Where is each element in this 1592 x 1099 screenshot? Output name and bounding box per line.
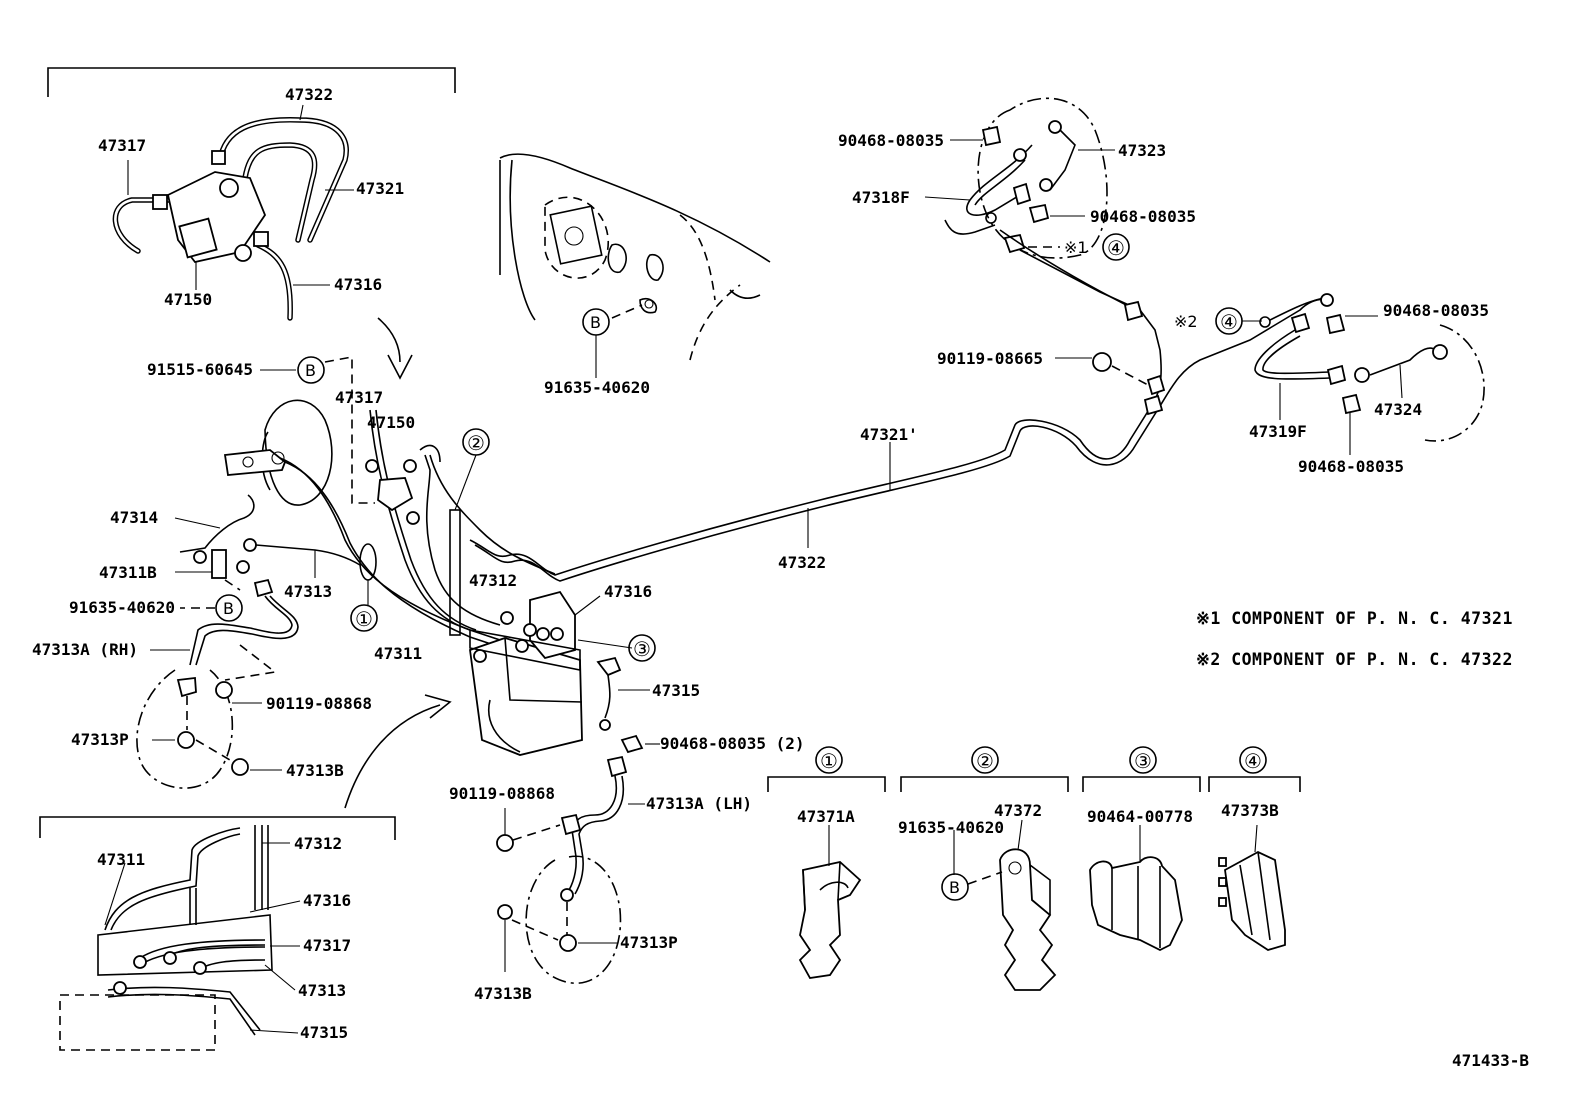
- marker-c4-legend: ④: [1244, 749, 1262, 773]
- label-47313p-mid: 47313P: [620, 933, 678, 952]
- marker-c2-legend: ②: [976, 749, 994, 773]
- label-90119-right: 90119-08665: [937, 349, 1043, 368]
- label-47322-long: 47322: [778, 553, 826, 572]
- marker-c3-main: ③: [633, 637, 651, 661]
- label-47372: 47372: [994, 801, 1042, 820]
- detail-arrow: [344, 704, 441, 809]
- label-90119-mid: 90119-08868: [449, 784, 555, 803]
- marker-c2-main: ②: [467, 431, 485, 455]
- master-cylinder-and-abs: ② ① ③: [223, 399, 660, 756]
- label-91515: 91515-60645: [147, 360, 253, 379]
- label-47318f: 47318F: [852, 188, 910, 207]
- label-47313b-mid: 47313B: [474, 984, 532, 1003]
- label-91635-clamp: 91635-40620: [898, 818, 1004, 837]
- label-47313p-left: 47313P: [71, 730, 129, 749]
- label-47312-mid: 47312: [469, 571, 517, 590]
- label-90468-2: 90468-08035 (2): [660, 734, 805, 753]
- label-90468-tr2: 90468-08035: [1090, 207, 1196, 226]
- label-47313b-left: 47313B: [286, 761, 344, 780]
- label-47150-top: 47150: [164, 290, 212, 309]
- inset-arrow: [377, 317, 401, 363]
- label-47313-detail: 47313: [298, 981, 346, 1000]
- clamp-legend: ① ② ③ ④ B 47371A: [767, 746, 1301, 991]
- label-90464: 90464-00778: [1087, 807, 1193, 826]
- label-47316-mid: 47316: [604, 582, 652, 601]
- label-47313: 47313: [284, 582, 332, 601]
- label-47316-top: 47316: [334, 275, 382, 294]
- label-47313a-rh: 47313A (RH): [32, 640, 138, 659]
- label-47324: 47324: [1374, 400, 1422, 419]
- label-90468-r2: 90468-08035: [1298, 457, 1404, 476]
- marker-b-clamp: B: [949, 878, 960, 897]
- label-47373b: 47373B: [1221, 801, 1279, 820]
- label-47312-detail: 47312: [294, 834, 342, 853]
- marker-star2: ※2: [1174, 312, 1198, 331]
- marker-b-left: B: [223, 599, 234, 618]
- label-90468-tr1: 90468-08035: [838, 131, 944, 150]
- label-47316-detail: 47316: [303, 891, 351, 910]
- label-47311-mid: 47311: [374, 644, 422, 663]
- label-47321-top: 47321: [356, 179, 404, 198]
- label-47319f: 47319F: [1249, 422, 1307, 441]
- label-47150-mid: 47150: [367, 413, 415, 432]
- label-47323: 47323: [1118, 141, 1166, 160]
- marker-b-91515: B: [305, 361, 316, 380]
- label-47322-top: 47322: [285, 85, 333, 104]
- label-47311b: 47311B: [99, 563, 157, 582]
- marker-c4-rear-lh: ④: [1107, 236, 1125, 260]
- lh-front-hose-group: [496, 755, 645, 985]
- label-47315-detail: 47315: [300, 1023, 348, 1042]
- rear-lh-hose-group: [924, 97, 1166, 416]
- marker-c4-rear-rh: ④: [1220, 310, 1238, 334]
- label-47321-long: 47321': [860, 425, 918, 444]
- marker-c1-main: ①: [355, 607, 373, 631]
- rear-rh-hose-group: [1254, 293, 1485, 455]
- marker-b-engine: B: [590, 313, 601, 332]
- label-47313a-lh: 47313A (LH): [646, 794, 752, 813]
- marker-c1-legend: ①: [820, 749, 838, 773]
- rear-brake-lines: 47321' 47322: [469, 249, 1331, 582]
- label-91635-engine: 91635-40620: [544, 378, 650, 397]
- label-47311-detail: 47311: [97, 850, 145, 869]
- label-47315-mid: 47315: [652, 681, 700, 700]
- label-47317-mid: 47317: [335, 388, 383, 407]
- part-number-labels: 91515-60645 47317 47150 47314 47311B 473…: [32, 131, 1489, 1003]
- label-47317-detail: 47317: [303, 936, 351, 955]
- label-91635-left: 91635-40620: [69, 598, 175, 617]
- note-component-47321: ※1 COMPONENT OF P. N. C. 47321: [1196, 609, 1513, 628]
- marker-star1: ※1: [1064, 238, 1088, 257]
- note-component-47322: ※2 COMPONENT OF P. N. C. 47322: [1196, 650, 1513, 669]
- diagram-id: 471433-B: [1452, 1051, 1529, 1070]
- label-47371a: 47371A: [797, 807, 855, 826]
- label-90119-left: 90119-08868: [266, 694, 372, 713]
- line-routing-detail-inset: 47311 47312 47316 47317 47313 47315: [39, 816, 396, 1051]
- label-90468-r1: 90468-08035: [1383, 301, 1489, 320]
- proportioning-valve-inset: 47322 47317 47321 47150 47316: [47, 67, 456, 321]
- left-brackets: B B: [136, 356, 375, 789]
- firewall-bulkhead: B 91635-40620: [499, 153, 771, 397]
- marker-c3-legend: ③: [1134, 749, 1152, 773]
- label-47317-top: 47317: [98, 136, 146, 155]
- label-47314: 47314: [110, 508, 158, 527]
